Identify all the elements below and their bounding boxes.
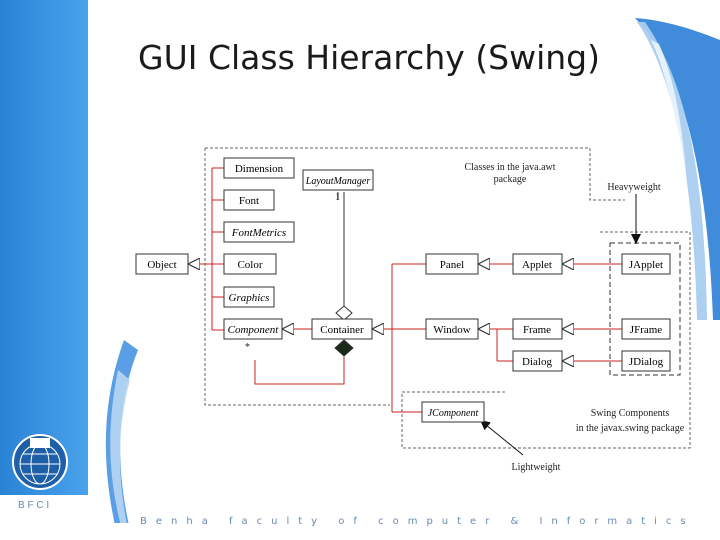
svg-text:Dimension: Dimension bbox=[235, 163, 284, 175]
class-panel: Panel bbox=[425, 253, 479, 275]
swing-package-label-line2: in the javax.swing package bbox=[576, 423, 685, 434]
swing-package-label-line1: Swing Components bbox=[591, 408, 670, 419]
svg-text:Object: Object bbox=[147, 259, 176, 271]
class-frame: Frame bbox=[512, 318, 563, 340]
aggregation-diamond bbox=[335, 305, 353, 321]
svg-text:Applet: Applet bbox=[522, 259, 552, 271]
class-dialog: Dialog bbox=[512, 350, 563, 372]
multiplicity-many: * bbox=[245, 342, 250, 353]
class-container: Container bbox=[311, 318, 373, 340]
class-dimension: Dimension bbox=[223, 157, 295, 179]
decorative-swoosh-left bbox=[105, 340, 138, 530]
svg-text:FontMetrics: FontMetrics bbox=[231, 227, 286, 239]
svg-text:Window: Window bbox=[433, 324, 470, 336]
svg-text:Panel: Panel bbox=[440, 259, 464, 271]
svg-text:Graphics: Graphics bbox=[229, 292, 270, 304]
class-font-metrics: FontMetrics bbox=[223, 221, 295, 243]
class-font: Font bbox=[223, 189, 275, 211]
svg-text:LayoutManager: LayoutManager bbox=[305, 176, 371, 187]
class-layout-manager: LayoutManager bbox=[302, 169, 374, 191]
svg-text:JApplet: JApplet bbox=[629, 259, 663, 271]
class-window: Window bbox=[425, 318, 479, 340]
slide-title: GUI Class Hierarchy (Swing) bbox=[138, 38, 600, 77]
footer-bfci-label: B F C I bbox=[18, 500, 50, 511]
svg-text:JFrame: JFrame bbox=[630, 324, 663, 336]
footer-bar bbox=[0, 523, 720, 540]
footer-faculty-name: Benha faculty of computer & Informatics bbox=[140, 516, 695, 527]
svg-text:JComponent: JComponent bbox=[428, 408, 479, 419]
sidebar-bottom-strip bbox=[0, 495, 88, 523]
decorative-swoosh-right bbox=[635, 18, 720, 320]
lightweight-label: Lightweight bbox=[512, 462, 561, 473]
class-jcomponent: JComponent bbox=[421, 401, 485, 423]
svg-text:JDialog: JDialog bbox=[629, 356, 664, 368]
class-jdialog: JDialog bbox=[621, 350, 671, 372]
svg-text:Frame: Frame bbox=[523, 324, 551, 336]
heavyweight-label: Heavyweight bbox=[607, 182, 661, 193]
svg-text:Container: Container bbox=[320, 324, 364, 336]
faculty-logo-icon bbox=[12, 434, 68, 490]
svg-text:Dialog: Dialog bbox=[522, 356, 552, 368]
svg-text:Color: Color bbox=[237, 259, 262, 271]
class-color: Color bbox=[223, 253, 277, 275]
class-applet: Applet bbox=[512, 253, 563, 275]
composition-diamond bbox=[334, 339, 354, 357]
awt-package-label-line1: Classes in the java.awt bbox=[464, 162, 555, 173]
awt-package-boundary bbox=[204, 147, 625, 406]
class-jframe: JFrame bbox=[621, 318, 671, 340]
multiplicity-one: 1 bbox=[335, 192, 340, 203]
svg-text:Font: Font bbox=[239, 195, 259, 207]
class-graphics: Graphics bbox=[223, 286, 275, 308]
class-object: Object bbox=[135, 253, 189, 275]
awt-package-label-line2: package bbox=[494, 174, 527, 185]
class-japplet: JApplet bbox=[621, 253, 671, 275]
heavyweight-group-box bbox=[609, 242, 681, 376]
swing-package-boundary bbox=[401, 231, 691, 449]
svg-text:Component: Component bbox=[228, 324, 280, 336]
class-component: Component bbox=[223, 318, 283, 340]
